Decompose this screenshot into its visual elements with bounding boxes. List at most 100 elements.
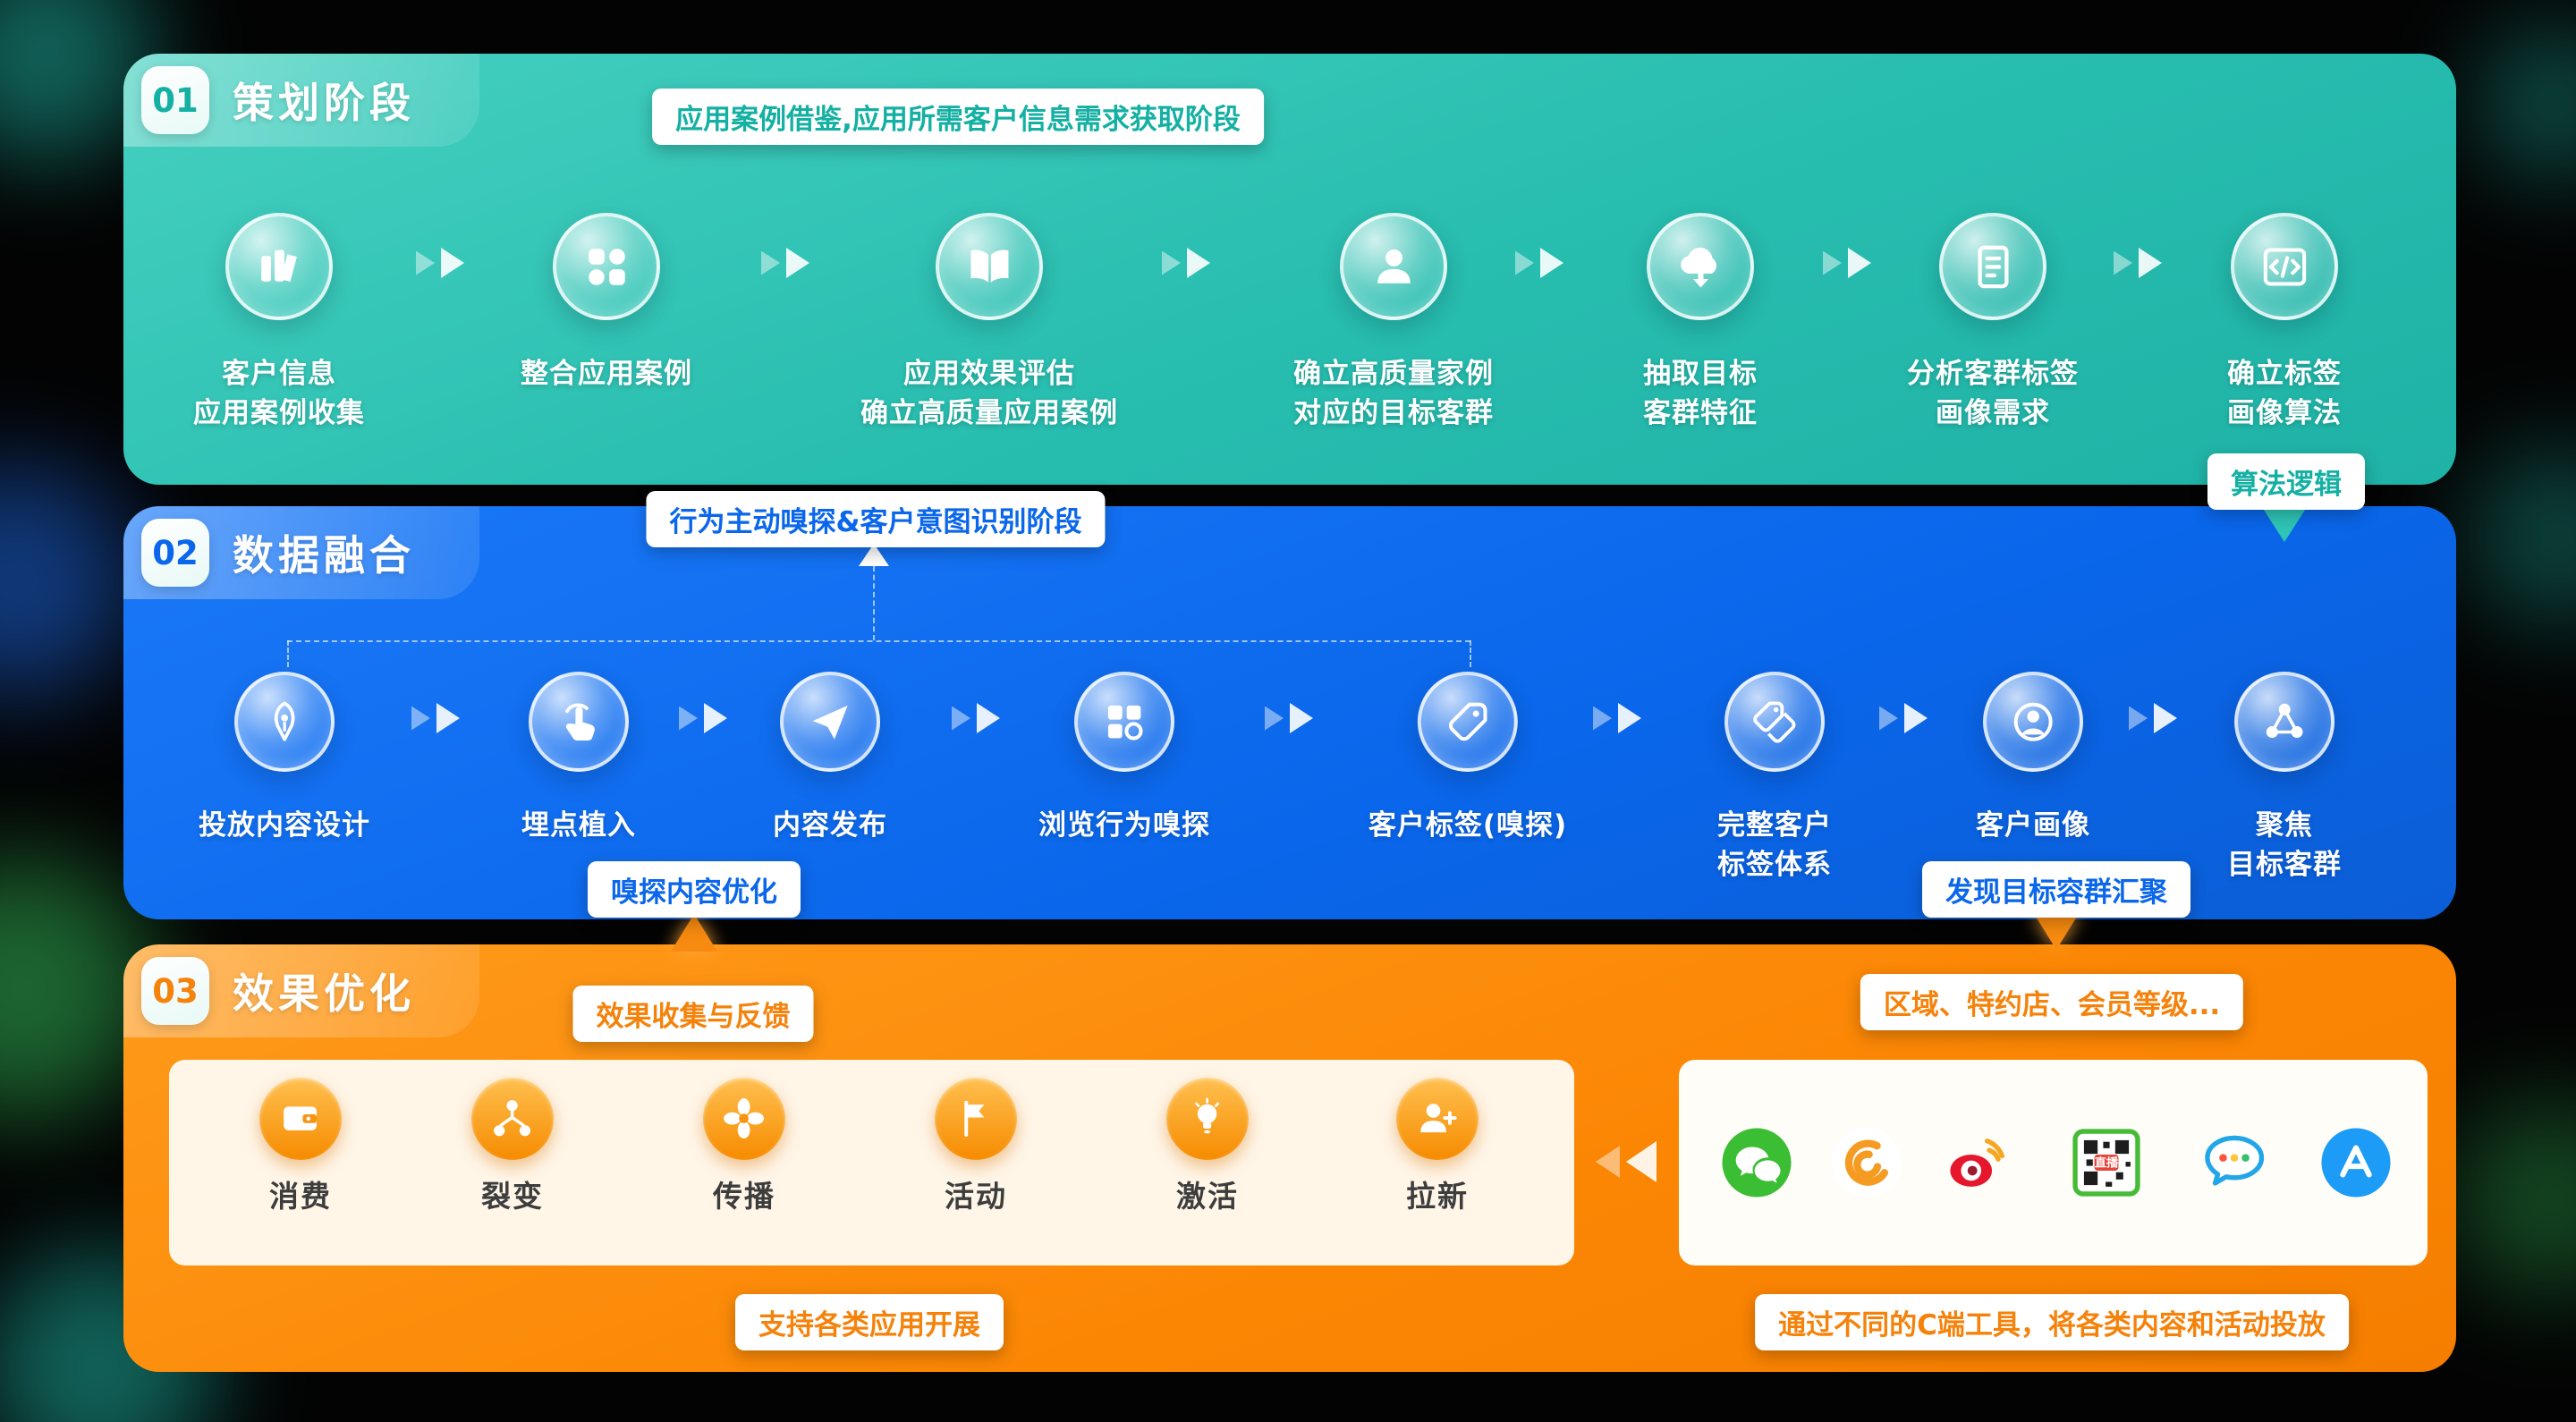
applications-card: 消费 裂变传播 活动 激活 拉新 [169, 1060, 1574, 1265]
app-label: 激活 [1176, 1179, 1239, 1214]
flow-step-1-1: 客户信息 应用案例收集 [193, 213, 365, 433]
dashed-connector-vertical [873, 566, 875, 640]
flow-step-2-3: 内容发布 [773, 672, 887, 845]
wechat-icon [1718, 1124, 1795, 1201]
flow-step-2-7: 客户画像 [1976, 672, 2090, 845]
document-icon [1939, 213, 2046, 320]
algorithm-logic-chip: 算法逻辑 [2207, 453, 2365, 510]
send-icon [780, 672, 880, 772]
phase-2-flow: 投放内容设计 埋点植入 内容发布 浏览行为嗅探 客户标签(嗅探) 完整客户 标签体系客户画… [123, 506, 2456, 919]
glow-decoration [0, 465, 134, 698]
phase-3-header: 03 效果优化 [123, 944, 479, 1037]
user-plus-icon [1396, 1078, 1479, 1160]
channels-card: 直播 [1679, 1060, 2428, 1265]
phase-1-planning-section: 01 策划阶段 客户信息 应用案例收集 整合应用案例应用效果评估 确立高质量应用案… [123, 54, 2456, 485]
flag-icon [935, 1078, 1017, 1160]
flow-step-label: 分析客群标签 画像需求 [1907, 358, 2079, 430]
flow-arrow-icon [679, 703, 727, 733]
flow-step-label: 聚焦 目标客群 [2227, 809, 2342, 882]
dashed-connector-stub [287, 640, 289, 667]
flow-step-label: 内容发布 [773, 809, 887, 842]
fan-icon [703, 1078, 785, 1160]
arrow-up-orange-icon [671, 914, 717, 952]
sniff-optimize-chip: 嗅探内容优化 [588, 861, 801, 918]
phase-2-header: 02 数据融合 [123, 506, 479, 599]
app-item-6: 拉新 [1396, 1078, 1479, 1215]
flow-arrow-icon [416, 248, 464, 278]
app-label: 活动 [945, 1179, 1007, 1214]
glow-decoration [2451, 1100, 2576, 1297]
phase-2-badge: 02 [141, 519, 209, 587]
phase-3-badge: 03 [141, 957, 209, 1025]
flow-arrow-icon [952, 703, 1000, 733]
arrow-up-white-icon [859, 544, 889, 566]
glow-decoration [2478, 27, 2576, 179]
phase-1-badge: 01 [141, 66, 209, 134]
weibo-icon [1938, 1124, 2015, 1201]
phase-2-data-fusion-section: 02 数据融合 投放内容设计 埋点植入 内容发布 浏览行为嗅探 客户标签(嗅探) 完整客户… [123, 506, 2456, 919]
open-book-icon [936, 213, 1043, 320]
flow-step-2-1: 投放内容设计 [199, 672, 370, 845]
feedback-chip: 效果收集与反馈 [572, 986, 814, 1042]
tap-icon [529, 672, 629, 772]
phase-2-title: 数据融合 [233, 531, 415, 580]
app-label: 消费 [269, 1179, 332, 1214]
flow-step-label: 浏览行为嗅探 [1038, 809, 1210, 842]
app-item-2: 裂变 [471, 1078, 554, 1215]
bulb-icon [1166, 1078, 1249, 1160]
arrow-down-orange-icon [2033, 912, 2080, 950]
flow-step-label: 投放内容设计 [199, 809, 370, 842]
flow-arrow-icon [1879, 703, 1928, 733]
svg-text:直播: 直播 [2095, 1155, 2119, 1171]
split-icon [471, 1078, 554, 1160]
browse-icon [1074, 672, 1174, 772]
flow-arrow-icon [1515, 248, 1563, 278]
flow-step-label: 客户信息 应用案例收集 [193, 358, 365, 430]
c-end-tools-chip: 通过不同的C端工具，将各类内容和活动投放 [1755, 1294, 2349, 1350]
target-group-gather-chip: 发现目标容群汇聚 [1922, 861, 2190, 918]
dashed-connector-stub [1470, 640, 1471, 667]
region-levels-chip: 区域、特约店、会员等级... [1860, 974, 2244, 1030]
app-item-1: 消费 [259, 1078, 342, 1215]
flow-step-label: 应用效果评估 确立高质量应用案例 [860, 358, 1118, 430]
flow-arrow-icon [2114, 248, 2162, 278]
app-item-4: 活动 [935, 1078, 1017, 1215]
flow-step-1-7: 确立标签 画像算法 [2227, 213, 2342, 433]
flow-step-2-2: 埋点植入 [521, 672, 636, 845]
chat-bubble-icon [2196, 1124, 2273, 1201]
flow-step-1-2: 整合应用案例 [521, 213, 692, 394]
wechat-channels-icon [1828, 1124, 1905, 1201]
user-icon [1340, 213, 1447, 320]
flow-step-2-6: 完整客户 标签体系 [1717, 672, 1832, 885]
flow-step-label: 埋点植入 [521, 809, 636, 842]
phase-1-banner-chip: 应用案例借鉴,应用所需客户信息需求获取阶段 [652, 89, 1264, 145]
glow-decoration [2469, 447, 2576, 626]
flow-step-1-4: 确立高质量家例 对应的目标客群 [1293, 213, 1494, 433]
phase-1-header: 01 策划阶段 [123, 54, 479, 147]
tag-icon [1418, 672, 1518, 772]
flow-step-1-6: 分析客群标签 画像需求 [1907, 213, 2079, 433]
phase-1-title: 策划阶段 [233, 79, 415, 127]
books-icon [225, 213, 333, 320]
flow-arrow-icon [1162, 248, 1210, 278]
appstore-icon [2318, 1124, 2394, 1201]
flow-arrow-left-icon [1596, 1141, 1657, 1182]
flow-arrow-icon [1823, 248, 1871, 278]
phase-2-banner-chip: 行为主动嗅探&客户意图识别阶段 [646, 491, 1106, 547]
flow-arrow-icon [1265, 703, 1313, 733]
flow-step-label: 抽取目标 客群特征 [1643, 358, 1758, 430]
app-label: 传播 [713, 1179, 775, 1214]
app-label: 拉新 [1406, 1179, 1469, 1214]
network-icon [2234, 672, 2334, 772]
code-icon [2231, 213, 2338, 320]
flow-arrow-icon [761, 248, 809, 278]
flow-step-label: 客户画像 [1976, 809, 2090, 842]
flow-step-2-4: 浏览行为嗅探 [1038, 672, 1210, 845]
flow-arrow-icon [411, 703, 460, 733]
flow-step-2-5: 客户标签(嗅探) [1368, 672, 1567, 845]
flow-step-label: 确立高质量家例 对应的目标客群 [1293, 358, 1494, 430]
flow-step-1-3: 应用效果评估 确立高质量应用案例 [860, 213, 1118, 433]
grid-icon [553, 213, 660, 320]
flow-arrow-icon [1593, 703, 1641, 733]
